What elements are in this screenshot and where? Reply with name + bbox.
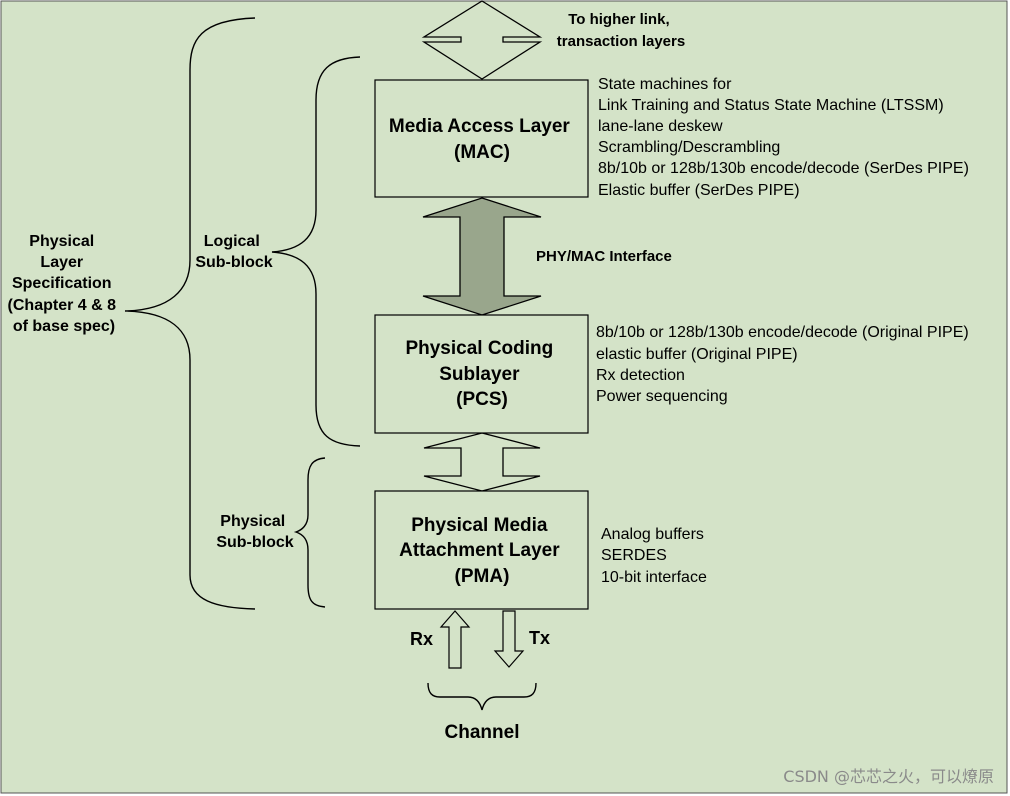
pcs-title-line: (PCS) [456,389,508,410]
pcs-note: Power sequencing [596,388,728,405]
channel-label: Channel [445,722,520,743]
pcs-note: 8b/10b or 128b/130b encode/decode (Origi… [596,324,969,341]
rx-arrow [439,610,471,669]
physical-subblock-label-line: Sub-block [216,534,293,551]
pma-box [374,490,589,610]
tx-label: Tx [529,628,550,648]
mac-note: Link Training and Status State Machine (… [598,97,944,114]
physical-layer-brace [124,17,256,610]
pcs-note: elastic buffer (Original PIPE) [596,346,798,363]
pcs-note: Rx detection [596,367,685,384]
pma-title: Physical Media Attachment Layer (PMA) [399,515,565,587]
phy-mac-interface-label: PHY/MAC Interface [536,248,672,265]
physical-subblock-label-line: Physical [220,513,285,530]
tx-arrow [493,610,525,668]
watermark: CSDN @芯芯之火，可以燎原 [783,767,994,786]
mac-note: Scrambling/Descrambling [598,139,780,156]
mac-notes: State machines for Link Training and Sta… [598,76,973,199]
physical-layer-label-line: Physical [29,233,94,250]
rx-label: Rx [410,629,433,649]
physical-layer-label: Physical Layer Specification (Chapter 4 … [8,233,121,335]
pma-note: SERDES [601,547,667,564]
pma-note: Analog buffers [601,526,704,543]
physical-layer-label-line: Layer [40,254,83,271]
pcs-title-line: Physical Coding [405,338,553,359]
channel-brace [427,682,537,711]
pcs-box [374,314,589,434]
pcs-title: Physical Coding Sublayer (PCS) [405,338,558,410]
logical-subblock-label: Logical Sub-block [195,233,272,271]
mac-title: Media Access Layer (MAC) [389,116,575,163]
logical-subblock-label-line: Logical [204,233,260,250]
pma-notes: Analog buffers SERDES 10-bit interface [601,526,708,586]
top-label-line: transaction layers [557,33,685,50]
physical-layer-label-line: Specification [12,275,112,292]
physical-layer-label-line: of base spec) [13,318,115,335]
physical-subblock-brace [293,457,326,608]
pcs-title-line: Sublayer [439,364,520,385]
logical-subblock-brace [271,56,361,447]
top-label: To higher link, transaction layers [557,11,685,50]
pma-note: 10-bit interface [601,569,707,586]
top-double-arrow [421,0,543,80]
pma-title-line: Physical Media [411,515,548,536]
top-label-line: To higher link, [568,11,669,28]
mac-note: State machines for [598,76,732,93]
pcs-notes: 8b/10b or 128b/130b encode/decode (Origi… [596,324,973,405]
mac-title-line: Media Access Layer [389,116,571,137]
pma-title-line: (PMA) [455,566,510,587]
logical-subblock-label-line: Sub-block [195,254,272,271]
mac-note: Elastic buffer (SerDes PIPE) [598,182,800,199]
mac-title-line: (MAC) [454,142,510,163]
mac-note: lane-lane deskew [598,118,723,135]
mac-note: 8b/10b or 128b/130b encode/decode (SerDe… [598,160,969,177]
pma-title-line: Attachment Layer [399,540,560,561]
physical-subblock-label: Physical Sub-block [216,513,293,551]
mac-box [374,79,589,198]
physical-layer-label-line: (Chapter 4 & 8 [8,297,117,314]
